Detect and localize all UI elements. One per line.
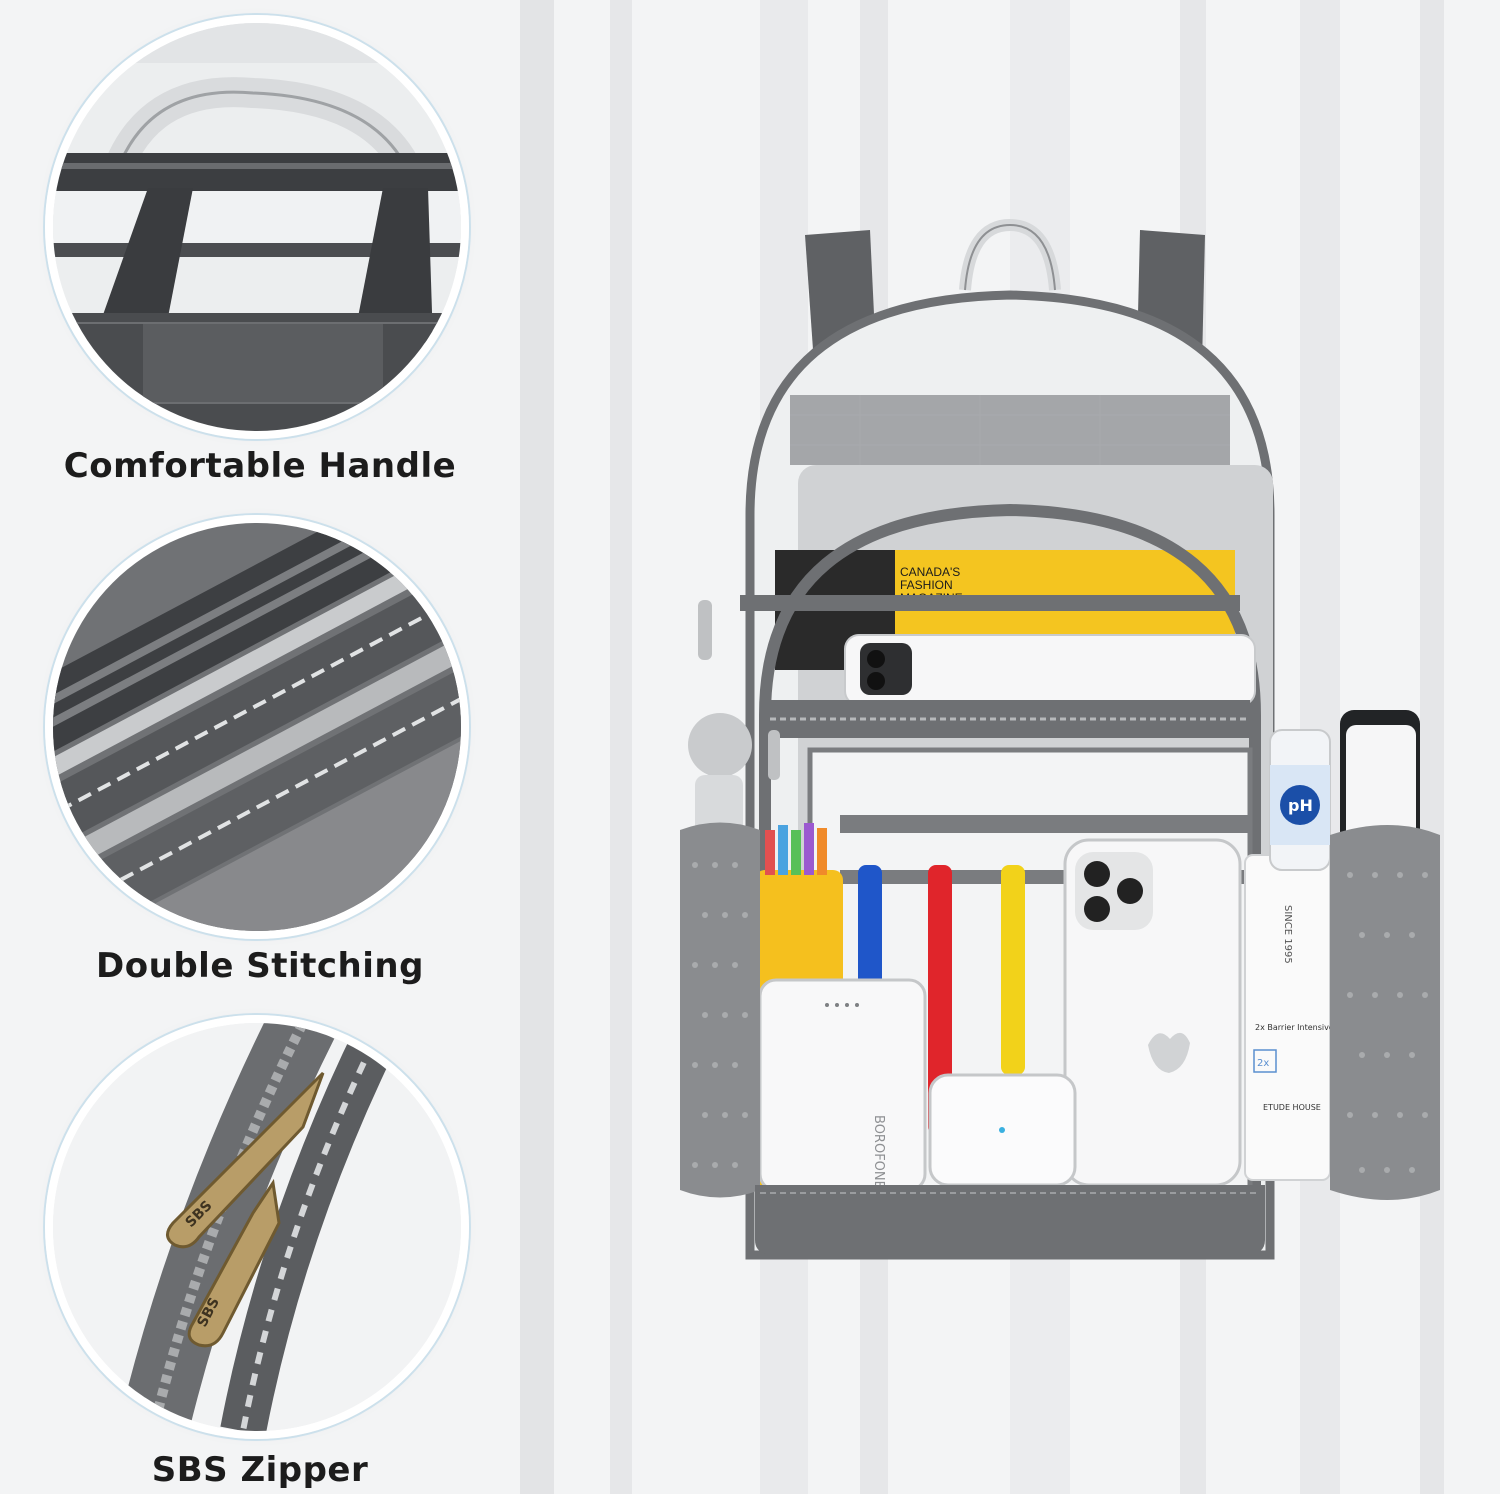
right-mesh-pocket (1330, 825, 1440, 1200)
zipper-pull (768, 730, 780, 780)
top-handle (959, 218, 1061, 291)
handle-closeup-image (53, 23, 461, 431)
stitching-illustration (53, 523, 461, 931)
feature-caption: SBS Zipper (151, 1450, 369, 1490)
side-zipper-pull (698, 600, 712, 660)
umbrella (688, 713, 752, 777)
yellow-pen (1001, 865, 1025, 1075)
stitching-closeup-image (53, 523, 461, 931)
feature-stitching: Double Stitching (0, 500, 520, 1000)
cream-since: SINCE 1995 (1282, 905, 1293, 964)
apple-logo-icon (1148, 1032, 1190, 1073)
feature-ring (43, 13, 471, 441)
feature-ring (43, 1013, 471, 1441)
clear-backpack-image: CANADA'S FASHION MAGAZINE BOROFONE (680, 218, 1440, 1260)
feature-zipper: SBS SBS SBS Zipper (0, 1000, 520, 1494)
colored-pencils (765, 823, 827, 875)
magazine-line-1: CANADA'S (900, 565, 960, 579)
cream-brand: ETUDE HOUSE (1263, 1103, 1321, 1112)
power-bank (758, 978, 927, 1192)
cream-badge: 2x (1257, 1058, 1269, 1069)
pocket-binding-band (740, 595, 1240, 611)
zipper-illustration: SBS SBS (53, 1023, 461, 1431)
power-bank-brand: BOROFONE (871, 1115, 886, 1189)
feature-handle: Comfortable Handle (0, 0, 520, 500)
handle-illustration (53, 23, 461, 431)
red-pen (928, 865, 952, 1135)
feature-caption: Double Stitching (96, 946, 424, 986)
zipper-closeup-image: SBS SBS (53, 1023, 461, 1431)
ph-badge: pH (1288, 796, 1313, 815)
bottom-base (755, 1185, 1265, 1255)
magazine-line-2: FASHION (900, 578, 953, 592)
camera-module-icon (860, 643, 912, 695)
feature-caption: Comfortable Handle (63, 446, 457, 486)
left-mesh-pocket (680, 822, 760, 1198)
feature-ring (43, 513, 471, 941)
cream-title: 2x Barrier Intensive Cream (1255, 1023, 1363, 1032)
cream-tube (1244, 854, 1331, 1181)
